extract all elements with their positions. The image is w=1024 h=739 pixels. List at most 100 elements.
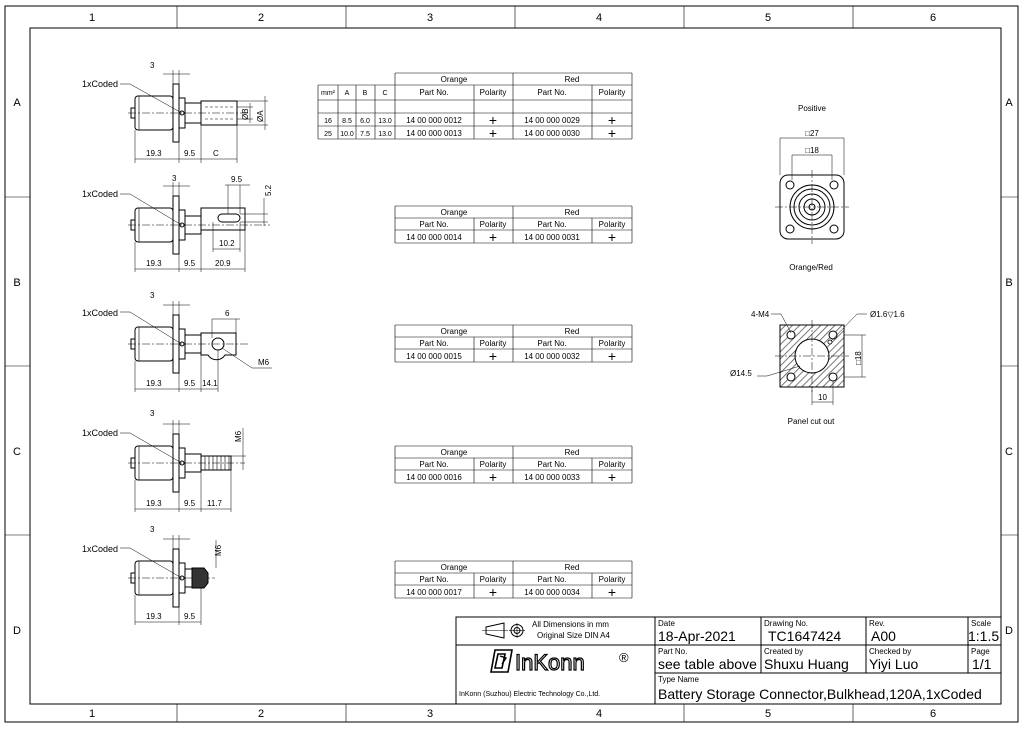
- part-no-red: 14 00 000 0033: [524, 473, 580, 482]
- front-view-caption: Orange/Red: [789, 263, 833, 272]
- scale-value: 1:1.5: [968, 628, 999, 644]
- table-1-red-header: Red: [565, 75, 580, 84]
- table-col-polarity-orange: Polarity: [480, 220, 507, 229]
- dim-v1-19-3: 19.3: [146, 149, 162, 158]
- dim-v5-3: 3: [150, 525, 155, 534]
- part-no-red: 14 00 000 0032: [524, 352, 580, 361]
- rev-value: A00: [871, 628, 896, 644]
- table-1-col-polarity-orange: Polarity: [480, 88, 507, 97]
- polarity-plus: +: [608, 112, 616, 128]
- front-dim-18: □18: [805, 146, 819, 155]
- dim-v2-20-9: 20.9: [215, 259, 231, 268]
- dim-v3-14-1: 14.1: [202, 379, 218, 388]
- table-col-part-orange: Part No.: [419, 575, 448, 584]
- polarity-plus: +: [608, 469, 616, 485]
- dim-v1-c: C: [213, 149, 219, 158]
- part-no-red: 14 00 000 0034: [524, 588, 580, 597]
- dim-v5-9-5: 9.5: [184, 612, 196, 621]
- col-label-4: 4: [596, 12, 602, 24]
- rev-label: Rev.: [869, 619, 885, 628]
- dim-v4-m6: M6: [234, 430, 243, 442]
- table-col-part-red: Part No.: [537, 575, 566, 584]
- polarity-plus: +: [489, 112, 497, 128]
- cutout-label-pin: Ø1.6▽1.6: [870, 310, 905, 319]
- dim-v4-9-5: 9.5: [184, 499, 196, 508]
- dim-v1-a: ØA: [256, 110, 265, 122]
- table-red-header: Red: [565, 327, 580, 336]
- table-orange-header: Orange: [441, 448, 468, 457]
- table-col-part-red: Part No.: [537, 220, 566, 229]
- front-dim-27: □27: [805, 129, 819, 138]
- table-1-cell: 14 00 000 0013: [406, 129, 462, 138]
- part-no-orange: 14 00 000 0015: [406, 352, 462, 361]
- table-1-cell: 10.0: [340, 131, 354, 138]
- dim-v2-5-2: 5.2: [264, 184, 273, 196]
- part-table-4: Orange Red Part No. Polarity Part No. Po…: [394, 445, 633, 485]
- part-table-2: Orange Red Part No. Polarity Part No. Po…: [394, 205, 633, 245]
- table-1-row-1: 16 8.5 6.0 13.0 14 00 000 0012 + 14 00 0…: [324, 112, 616, 128]
- row-label-a-right: A: [1005, 97, 1013, 109]
- table-red-header: Red: [565, 563, 580, 572]
- drawing-no-label: Drawing No.: [764, 619, 808, 628]
- dim-v1-9-5: 9.5: [184, 149, 196, 158]
- col-label-3: 3: [427, 12, 433, 24]
- col-label-5: 5: [765, 12, 771, 24]
- polarity-plus: +: [489, 229, 497, 245]
- col-label-3-bottom: 3: [427, 708, 433, 720]
- created-by-value: Shuxu Huang: [764, 656, 849, 672]
- connector-side-view-5: 1xCoded 3 19.3 9.5 M6: [82, 525, 223, 625]
- polarity-plus: +: [489, 125, 497, 141]
- part-table-3: Orange Red Part No. Polarity Part No. Po…: [394, 324, 633, 364]
- row-label-d-right: D: [1005, 625, 1013, 637]
- type-name-label: Type Name: [658, 675, 699, 684]
- company-name: InKonn (Suzhou) Electric Technology Co.,…: [459, 691, 600, 698]
- table-col-part-red: Part No.: [537, 339, 566, 348]
- table-col-polarity-red: Polarity: [599, 575, 626, 584]
- table-1-col-mm2: mm²: [321, 90, 336, 97]
- dim-v4-3: 3: [150, 409, 155, 418]
- cutout-label-4-m4: 4-M4: [751, 310, 770, 319]
- dim-v1-3: 3: [150, 61, 155, 70]
- dim-v3-3: 3: [150, 291, 155, 300]
- connector-side-view-1: 1xCoded 3 19.3 9.5 C ØB ØA: [82, 61, 268, 163]
- dim-v2-3: 3: [172, 174, 177, 183]
- thread-hatch: [204, 456, 230, 470]
- dim-v5-19-3: 19.3: [146, 612, 162, 621]
- table-col-part-red: Part No.: [537, 460, 566, 469]
- dim-v3-6: 6: [225, 309, 230, 318]
- cutout-dim-18: □18: [854, 351, 863, 365]
- part-table-5: Orange Red Part No. Polarity Part No. Po…: [394, 560, 633, 600]
- checked-by-value: Yiyi Luo: [869, 656, 919, 672]
- col-label-1-bottom: 1: [89, 708, 95, 720]
- logo-registered: ®: [619, 650, 629, 665]
- date-label: Date: [658, 619, 675, 628]
- table-1-cell: 7.5: [360, 131, 370, 138]
- checked-by-label: Checked by: [869, 647, 911, 656]
- created-by-label: Created by: [764, 647, 803, 656]
- part-no-label: Part No.: [658, 647, 687, 656]
- coded-label-2: 1xCoded: [82, 189, 118, 199]
- dim-v4-11-7: 11.7: [207, 499, 223, 508]
- table-1-col-part-red: Part No.: [537, 88, 566, 97]
- part-no-red: 14 00 000 0031: [524, 233, 580, 242]
- table-col-polarity-orange: Polarity: [480, 575, 507, 584]
- table-1-col-b: B: [363, 90, 368, 97]
- table-col-part-orange: Part No.: [419, 460, 448, 469]
- table-col-part-orange: Part No.: [419, 339, 448, 348]
- table-1-cell: 14 00 000 0029: [524, 116, 580, 125]
- polarity-plus: +: [608, 584, 616, 600]
- table-orange-header: Orange: [441, 208, 468, 217]
- projection-symbol-icon: [482, 622, 525, 639]
- table-red-header: Red: [565, 208, 580, 217]
- table-orange-header: Orange: [441, 327, 468, 336]
- cutout-dim-10: 10: [818, 393, 827, 402]
- table-col-polarity-red: Polarity: [599, 220, 626, 229]
- dim-v2-9-5: 9.5: [184, 259, 196, 268]
- table-1-cell: 14 00 000 0012: [406, 116, 462, 125]
- dim-v1-b: ØB: [241, 108, 250, 120]
- title-block: All Dimensions in mm Original Size DIN A…: [455, 616, 1002, 705]
- date-value: 18-Apr-2021: [658, 628, 736, 644]
- polarity-plus: +: [608, 229, 616, 245]
- col-label-1: 1: [89, 12, 95, 24]
